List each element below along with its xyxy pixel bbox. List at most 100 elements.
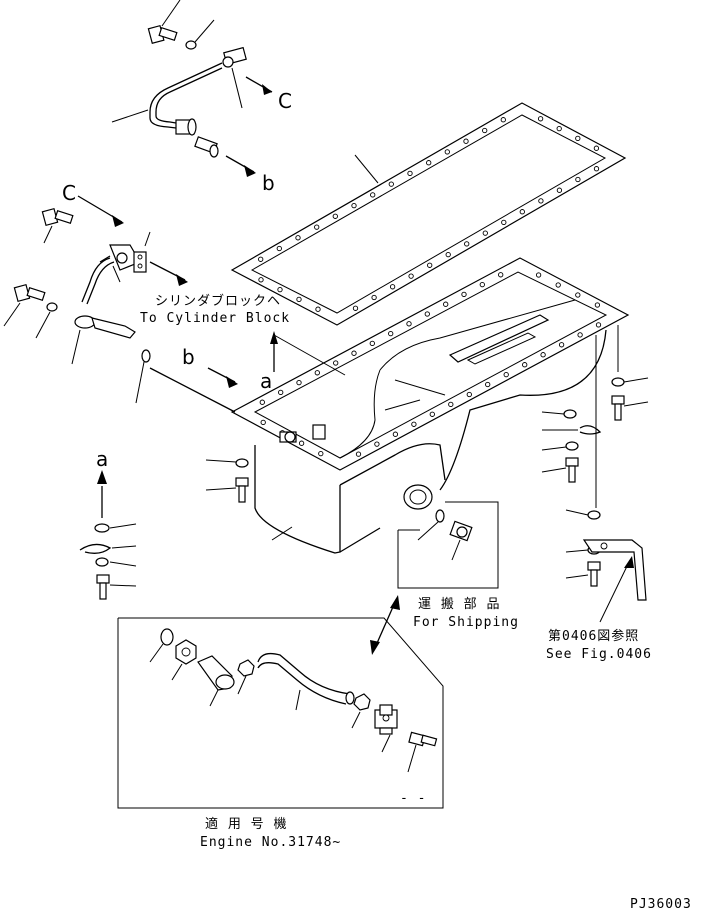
mounting-bracket: [582, 539, 647, 623]
bolt-hole: [318, 450, 324, 457]
bolt-hole: [352, 305, 359, 311]
bolt-hole: [464, 241, 470, 247]
box-nut-2: [353, 693, 371, 711]
bolt-hole: [258, 256, 264, 262]
bolt-hole: [351, 202, 357, 209]
bolt-hole: [298, 440, 305, 446]
bolt-hole: [594, 302, 601, 308]
bolt-hole: [260, 419, 266, 426]
bolt-hole: [314, 224, 320, 230]
lock-plate-a: [79, 543, 112, 554]
bolt-hole: [595, 322, 602, 328]
flange-bolt-left: [205, 477, 249, 503]
box-bolt: [408, 731, 438, 747]
bolt-hole: [411, 421, 417, 427]
ref-b-mid: b: [182, 345, 195, 369]
bolt-hole: [444, 149, 450, 155]
bolt-hole: [577, 332, 583, 338]
bolt-hole: [482, 127, 488, 134]
box-o-ring: [160, 628, 174, 646]
ref-a-mid: a: [260, 369, 272, 393]
drain-port: [403, 484, 433, 510]
a-assembly-left: [79, 470, 137, 600]
flange-washer-left: [205, 458, 249, 468]
oil-pipe-top: [149, 62, 223, 129]
label-applicable-jp: 適 用 号 機: [205, 816, 287, 832]
oil-pan-gasket: [230, 102, 627, 326]
bolt-hole: [369, 340, 375, 347]
label-shipping-jp: 運 搬 部 品: [418, 597, 500, 612]
bolt-hole: [370, 192, 376, 198]
banjo-fitting: [222, 46, 247, 109]
bolt-hole: [501, 219, 507, 226]
bolt-hole: [259, 399, 265, 405]
box-hex-nut: [175, 639, 197, 665]
bolt-hole: [535, 272, 542, 278]
left-oil-pipe-assembly: [3, 195, 238, 413]
bolt-hole: [556, 125, 562, 132]
bolt-hole: [351, 350, 357, 356]
oil-pan: [230, 257, 630, 554]
bolt-hole: [485, 381, 491, 388]
bolt-hole: [555, 282, 561, 288]
bolt-hole: [295, 235, 301, 241]
gasket-bolt-holes: [258, 116, 600, 312]
box-clamp: [374, 704, 398, 735]
bolt-hole: [276, 245, 282, 252]
double-arrow: [370, 595, 400, 655]
bolt-hole: [408, 273, 414, 279]
label-see-fig-jp: 第0406図参照: [548, 628, 639, 644]
bolt-hole: [426, 160, 432, 166]
bolt-hole: [538, 198, 544, 204]
pipe-bolt-top: [147, 24, 178, 45]
bolt-hole: [461, 291, 467, 298]
bolt-hole: [424, 311, 430, 317]
bolt-hole: [575, 135, 581, 142]
bolt-hole: [407, 170, 413, 177]
o-ring-left: [141, 349, 151, 363]
bolt-hole: [429, 411, 435, 417]
bolt-hole: [498, 272, 504, 278]
shipping-parts-box: [397, 501, 499, 589]
bolt-hole: [388, 330, 394, 337]
bolt-hole: [374, 441, 380, 447]
bolt-hole: [500, 117, 506, 123]
ref-c-left: C: [62, 181, 76, 205]
bolt-hole: [277, 286, 283, 293]
bolt-hole: [556, 187, 563, 193]
label-see-fig-en: See Fig.0406: [546, 647, 652, 662]
bolt-left-1: [41, 207, 74, 227]
washer-top: [185, 40, 197, 50]
bolt-hole: [427, 262, 433, 268]
washer-a-1: [94, 523, 110, 533]
bolt-hole: [482, 230, 488, 236]
bolt-hole: [296, 379, 302, 386]
bolt-hole: [315, 306, 321, 312]
bolt-left-2: [13, 283, 46, 303]
bolt-hole: [388, 181, 394, 187]
elbow-fitting: [74, 315, 136, 339]
bolt-hole: [389, 284, 396, 290]
bolt-hole: [355, 451, 362, 457]
bolt-hole: [332, 213, 338, 219]
bolt-hole: [296, 296, 302, 303]
bolt-hole: [278, 389, 284, 396]
bolt-hole: [575, 292, 581, 298]
label-engine-no: Engine No.31748~: [200, 835, 341, 850]
right-flange-fasteners: [541, 325, 649, 587]
bolt-hole: [479, 281, 485, 288]
bolt-hole: [463, 138, 469, 144]
bolt-hole: [575, 176, 581, 183]
top-oil-pipe-assembly: [111, 0, 273, 177]
bolt-hole: [448, 401, 454, 408]
label-cylinder-block-jp: シリンダブロックヘ: [155, 293, 281, 309]
label-dash: - -: [400, 791, 426, 806]
washer-left: [46, 302, 58, 312]
bolt-hole: [593, 145, 600, 151]
bolt-hole: [522, 362, 528, 368]
ref-c-top: C: [278, 89, 292, 113]
ref-a-left: a: [96, 447, 108, 471]
label-shipping-en: For Shipping: [413, 615, 519, 630]
bolt-hole: [258, 277, 264, 283]
